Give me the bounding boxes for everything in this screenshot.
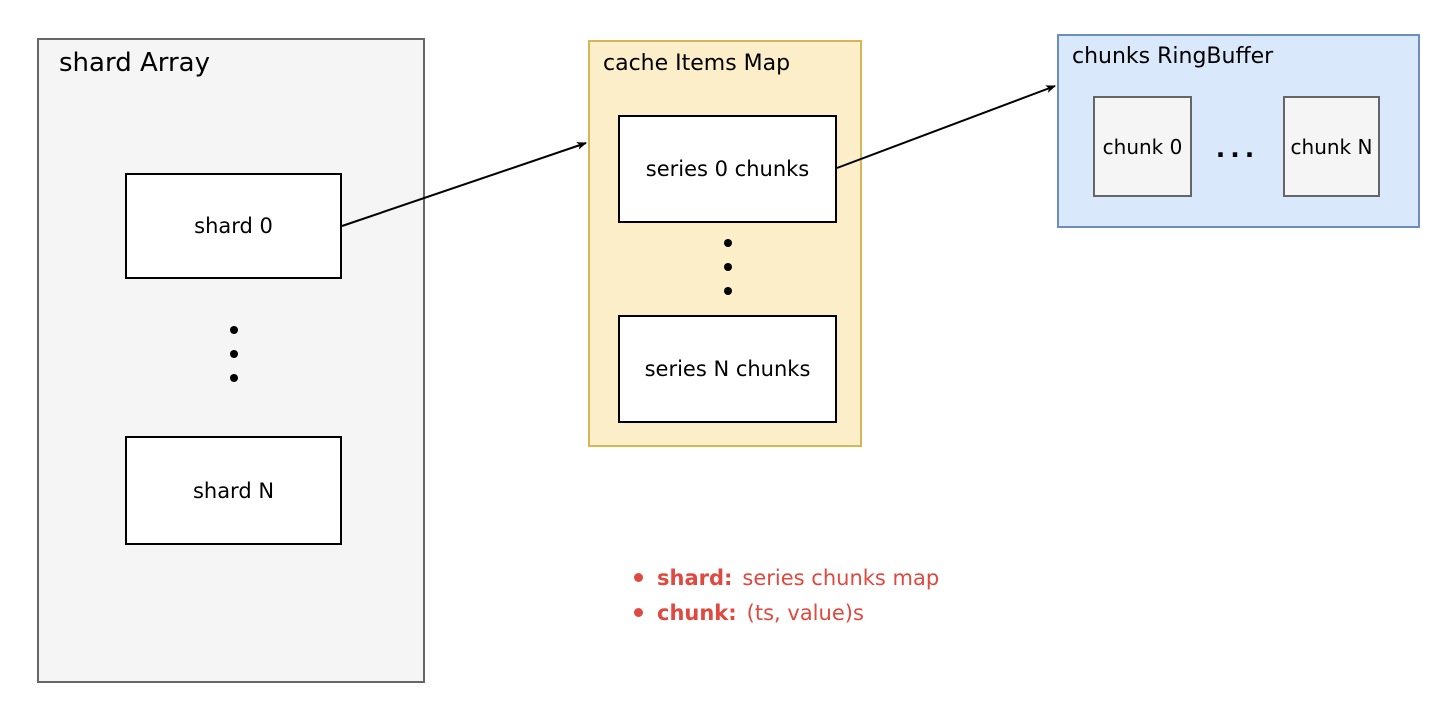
cache-map-vertical-ellipsis <box>618 239 837 295</box>
ringbuffer-horizontal-ellipsis: ... <box>1215 134 1260 163</box>
chunk-0-box: chunk 0 <box>1093 96 1192 197</box>
bullet-icon <box>634 608 643 617</box>
series-n-chunks-label: series N chunks <box>644 357 811 381</box>
legend-term: shard: <box>657 565 733 590</box>
chunk-0-label: chunk 0 <box>1102 134 1183 159</box>
legend-item-chunk: chunk: (ts, value)s <box>634 595 939 630</box>
shard-0-box: shard 0 <box>125 173 342 279</box>
ellipsis-dot-icon <box>229 326 238 334</box>
shard-n-label: shard N <box>192 478 275 503</box>
chunk-n-box: chunk N <box>1283 96 1380 197</box>
legend: shard: series chunks map chunk: (ts, val… <box>634 560 939 630</box>
legend-term: chunk: <box>657 600 737 625</box>
arrow-series0-to-ringbuffer <box>836 85 1056 169</box>
ellipsis-dot-icon <box>723 287 732 295</box>
series-n-chunks-box: series N chunks <box>618 315 837 423</box>
ellipsis-dot-icon <box>723 263 732 271</box>
shard-0-label: shard 0 <box>194 214 273 238</box>
cache-items-map-title: cache Items Map <box>603 51 791 76</box>
legend-item-shard: shard: series chunks map <box>634 560 939 595</box>
shard-array-vertical-ellipsis <box>125 326 342 382</box>
shard-array-title: shard Array <box>59 48 210 78</box>
ellipsis-dot-icon <box>723 239 732 247</box>
bullet-icon <box>634 573 643 582</box>
chunk-n-label: chunk N <box>1290 134 1373 159</box>
series-0-chunks-box: series 0 chunks <box>618 115 837 223</box>
legend-desc: series chunks map <box>742 565 940 590</box>
ellipsis-dot-icon <box>229 374 238 382</box>
ellipsis-dot-icon <box>229 350 238 358</box>
chunks-ringbuffer-title: chunks RingBuffer <box>1072 44 1274 69</box>
legend-desc: (ts, value)s <box>746 600 864 625</box>
shard-n-box: shard N <box>125 436 342 545</box>
series-0-chunks-label: series 0 chunks <box>645 157 810 181</box>
